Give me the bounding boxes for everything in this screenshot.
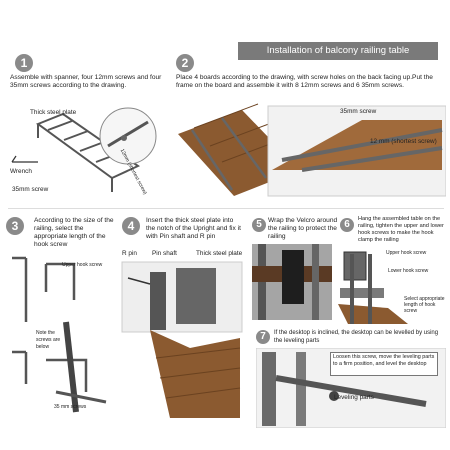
step-1-frame-drawing — [11, 107, 157, 192]
step-5-number: 5 — [252, 218, 266, 232]
step-2-label-screw12: 12 mm (shortest screw) — [370, 138, 437, 145]
step-7-number: 7 — [256, 330, 270, 344]
step-2-number: 2 — [176, 54, 194, 72]
step-4-label-plate: Thick steel plate — [196, 250, 243, 257]
step-3-hook-drawing — [12, 256, 107, 413]
step-1-label-wrench: Wrench — [10, 168, 32, 175]
step-4-number: 4 — [122, 217, 140, 235]
step-4-label-rpin: R pin — [122, 250, 137, 257]
step-1-label-screw35: 35mm screw — [12, 186, 49, 193]
step-5-text: Wrap the Velcro around the railing to pr… — [268, 217, 338, 240]
step-2-label-screw35: 35mm screw — [340, 108, 377, 115]
step-6-label-select: Select appropriate length of hook screw — [404, 296, 445, 314]
step-2-text: Place 4 boards according to the drawing,… — [176, 74, 433, 89]
step-6-text: Hang the assembled table on the railing,… — [358, 216, 444, 243]
step-7-callout: Loosen this screw, move the leveling par… — [330, 352, 438, 376]
step-1-number: 1 — [15, 54, 33, 72]
header-title: Installation of balcony railing table — [238, 42, 438, 60]
step-3-label-screw35: 35 mm screws — [54, 404, 87, 410]
step-2-board-drawing — [178, 103, 446, 197]
step-1-label-plate: Thick steel plate — [30, 109, 77, 116]
step-6-label-lower: Lower hook screw — [388, 268, 429, 274]
step-7-text: If the desktop is inclined, the desktop … — [274, 330, 439, 344]
step-3-label-note: Note the screws are below — [36, 330, 61, 350]
step-1-text: Assemble with spanner, four 12mm screws … — [10, 74, 162, 89]
step-6-number: 6 — [340, 218, 354, 232]
step-4-plate-drawing — [121, 261, 243, 418]
step-3-label-upper: Upper hook screw — [62, 262, 103, 268]
step-6-label-upper: Upper hook screw — [386, 250, 427, 256]
step-3-number: 3 — [6, 217, 24, 235]
step-3-text: According to the size of the railing, se… — [34, 217, 114, 248]
step-6-hang-drawing — [338, 251, 408, 324]
step-7-label-leveling: Leveling parts — [334, 394, 374, 401]
step-4-label-pinshaft: Pin shaft — [152, 250, 177, 257]
step-5-velcro-drawing — [252, 244, 332, 320]
row-divider — [8, 208, 444, 209]
step-4-text: Insert the thick steel plate into the no… — [146, 217, 241, 240]
